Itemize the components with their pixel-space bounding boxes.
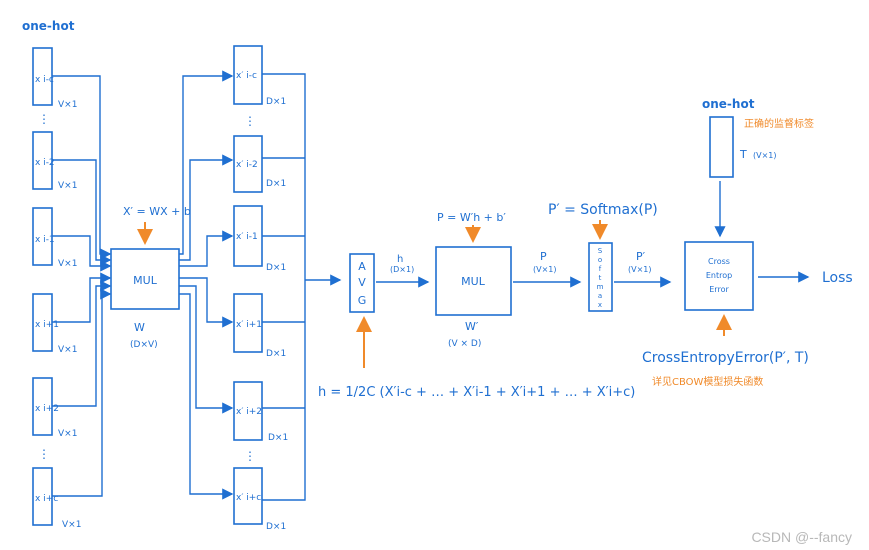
input-vector-2: x i-1 V×1 <box>32 207 77 269</box>
mul2-formula: P = W′h + b′ <box>437 211 506 224</box>
input-vector-0: x i-c V×1 <box>32 47 77 110</box>
mul1-block: MUL X′ = WX + b W (D×V) <box>110 205 191 350</box>
mul1-formula: X′ = WX + b <box>123 205 191 218</box>
input-vector-1: x i-2 V×1 <box>32 131 77 191</box>
output-vector-0: x′ i-c D×1 <box>233 45 286 107</box>
mul2-label: MUL <box>461 275 486 288</box>
mul2-weight: W′ <box>465 320 479 333</box>
input-name-5: x i+c <box>35 494 58 504</box>
avg-letter-a: A <box>358 260 366 273</box>
target-dim: (V×1) <box>753 151 777 160</box>
loss-label: Loss <box>822 270 853 286</box>
output-connections <box>179 70 234 500</box>
pprime-dim: (V×1) <box>628 265 652 274</box>
cbow-note: 详见CBOW模型损失函数 <box>652 375 763 388</box>
target-name: T <box>739 148 747 161</box>
output-dim-3: D×1 <box>266 349 286 359</box>
watermark: CSDN @--fancy <box>751 529 852 545</box>
target-vector <box>709 116 734 178</box>
cee-line-0: Cross <box>708 257 730 266</box>
mul1-label: MUL <box>133 274 158 287</box>
output-dim-4: D×1 <box>268 433 288 443</box>
softmax-formula: P′ = Softmax(P) <box>548 202 658 218</box>
output-name-3: x′ i+1 <box>236 320 262 330</box>
output-vector-1: x′ i-2 D×1 <box>233 135 286 193</box>
p-name: P <box>540 250 547 263</box>
input-ellipsis-top: ⋮ <box>38 112 50 126</box>
input-dim-1: V×1 <box>58 181 77 191</box>
mul1-weight-dim: (D×V) <box>130 340 158 350</box>
input-dim-0: V×1 <box>58 100 77 110</box>
input-ellipsis-bottom: ⋮ <box>38 447 50 461</box>
input-name-4: x i+2 <box>35 404 59 414</box>
softmax-letter-4: m <box>597 283 604 291</box>
mul2-block: MUL P = W′h + b′ W′ (V × D) <box>435 211 512 349</box>
softmax-letter-6: x <box>598 301 602 309</box>
output-dim-2: D×1 <box>266 263 286 273</box>
output-name-4: x′ i+2 <box>236 407 262 417</box>
softmax-block: S o f t m a x <box>588 242 613 312</box>
avg-letter-g: G <box>358 294 367 307</box>
cee-line-2: Error <box>709 285 729 294</box>
output-name-5: x′ i+c <box>236 493 261 503</box>
output-vector-5: x′ i+c D×1 <box>233 467 286 532</box>
avg-formula: h = 1/2C (X′i-c + … + X′i-1 + X′i+1 + … … <box>318 385 635 400</box>
onehot-left-label: one-hot <box>22 19 75 33</box>
p-dim: (V×1) <box>533 265 557 274</box>
avg-letter-v: V <box>358 276 366 289</box>
input-name-3: x i+1 <box>35 320 59 330</box>
softmax-letter-3: t <box>599 274 602 282</box>
output-dim-0: D×1 <box>266 97 286 107</box>
output-name-0: x′ i-c <box>236 71 257 81</box>
avg-connections <box>262 73 342 501</box>
avg-block: A V G <box>349 253 375 313</box>
input-vector-5: x i+c V×1 <box>32 467 81 530</box>
output-vector-3: x′ i+1 D×1 <box>233 293 286 359</box>
output-dim-1: D×1 <box>266 179 286 189</box>
output-ellipsis-top: ⋮ <box>244 114 256 128</box>
input-vector-4: x i+2 V×1 <box>32 377 77 439</box>
input-dim-5: V×1 <box>62 520 81 530</box>
onehot-right-label: one-hot <box>702 97 755 111</box>
label-note: 正确的监督标签 <box>744 117 814 130</box>
cee-line-1: Entrop <box>706 271 732 280</box>
softmax-letter-1: o <box>598 256 602 264</box>
mul2-weight-dim: (V × D) <box>448 339 481 349</box>
input-name-2: x i-1 <box>35 235 55 245</box>
input-name-1: x i-2 <box>35 158 55 168</box>
input-dim-4: V×1 <box>58 429 77 439</box>
h-dim: (D×1) <box>390 265 414 274</box>
h-name: h <box>397 254 403 265</box>
input-dim-3: V×1 <box>58 345 77 355</box>
output-name-2: x′ i-1 <box>236 232 258 242</box>
input-vector-3: x i+1 V×1 <box>32 293 77 355</box>
cee-block: Cross Entrop Error <box>684 241 754 311</box>
output-name-1: x′ i-2 <box>236 160 258 170</box>
mul1-weight: W <box>134 321 145 334</box>
output-vector-2: x′ i-1 D×1 <box>233 205 286 273</box>
input-connections <box>52 75 112 497</box>
output-dim-5: D×1 <box>266 522 286 532</box>
output-ellipsis-bottom: ⋮ <box>244 449 256 463</box>
input-name-0: x i-c <box>35 75 54 85</box>
pprime-name: P′ <box>636 250 646 263</box>
output-vector-4: x′ i+2 D×1 <box>233 381 288 443</box>
softmax-letter-0: S <box>598 247 603 255</box>
softmax-letter-2: f <box>599 265 602 273</box>
input-dim-2: V×1 <box>58 259 77 269</box>
cee-formula: CrossEntropyError(P′, T) <box>642 350 809 366</box>
softmax-letter-5: a <box>598 292 602 300</box>
